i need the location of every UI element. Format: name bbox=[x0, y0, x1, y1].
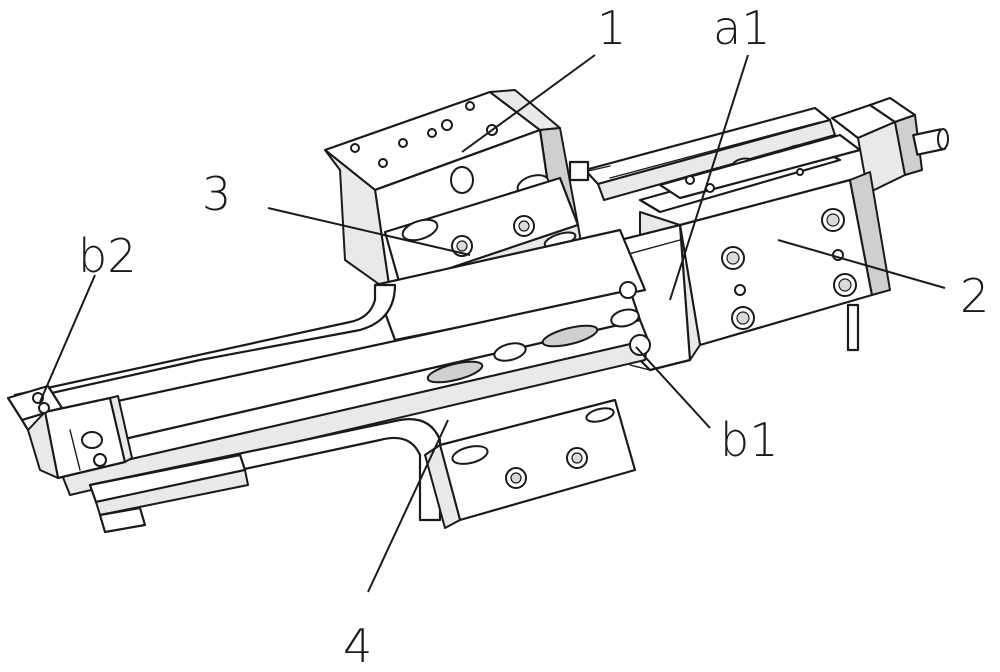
leader-lines bbox=[39, 54, 946, 593]
block-4 bbox=[13, 228, 651, 534]
label-4: 4 bbox=[343, 619, 372, 672]
label-a1: a1 bbox=[713, 1, 770, 55]
leader-1 bbox=[461, 54, 596, 153]
left-end-block bbox=[6, 384, 133, 480]
leader-2 bbox=[777, 239, 946, 289]
label-b1: b1 bbox=[720, 413, 778, 467]
label-1: 1 bbox=[597, 1, 626, 55]
label-3: 3 bbox=[202, 167, 231, 221]
label-2: 2 bbox=[960, 269, 989, 323]
leader-3 bbox=[267, 207, 471, 256]
leader-b2 bbox=[39, 274, 96, 403]
cylinder-end-cap bbox=[830, 96, 949, 194]
leader-b1 bbox=[635, 346, 711, 429]
leader-4 bbox=[367, 419, 449, 593]
part-labels: 1 a1 3 b2 2 b1 4 bbox=[78, 1, 989, 672]
label-b2: b2 bbox=[78, 229, 136, 283]
leader-a1 bbox=[669, 54, 749, 301]
